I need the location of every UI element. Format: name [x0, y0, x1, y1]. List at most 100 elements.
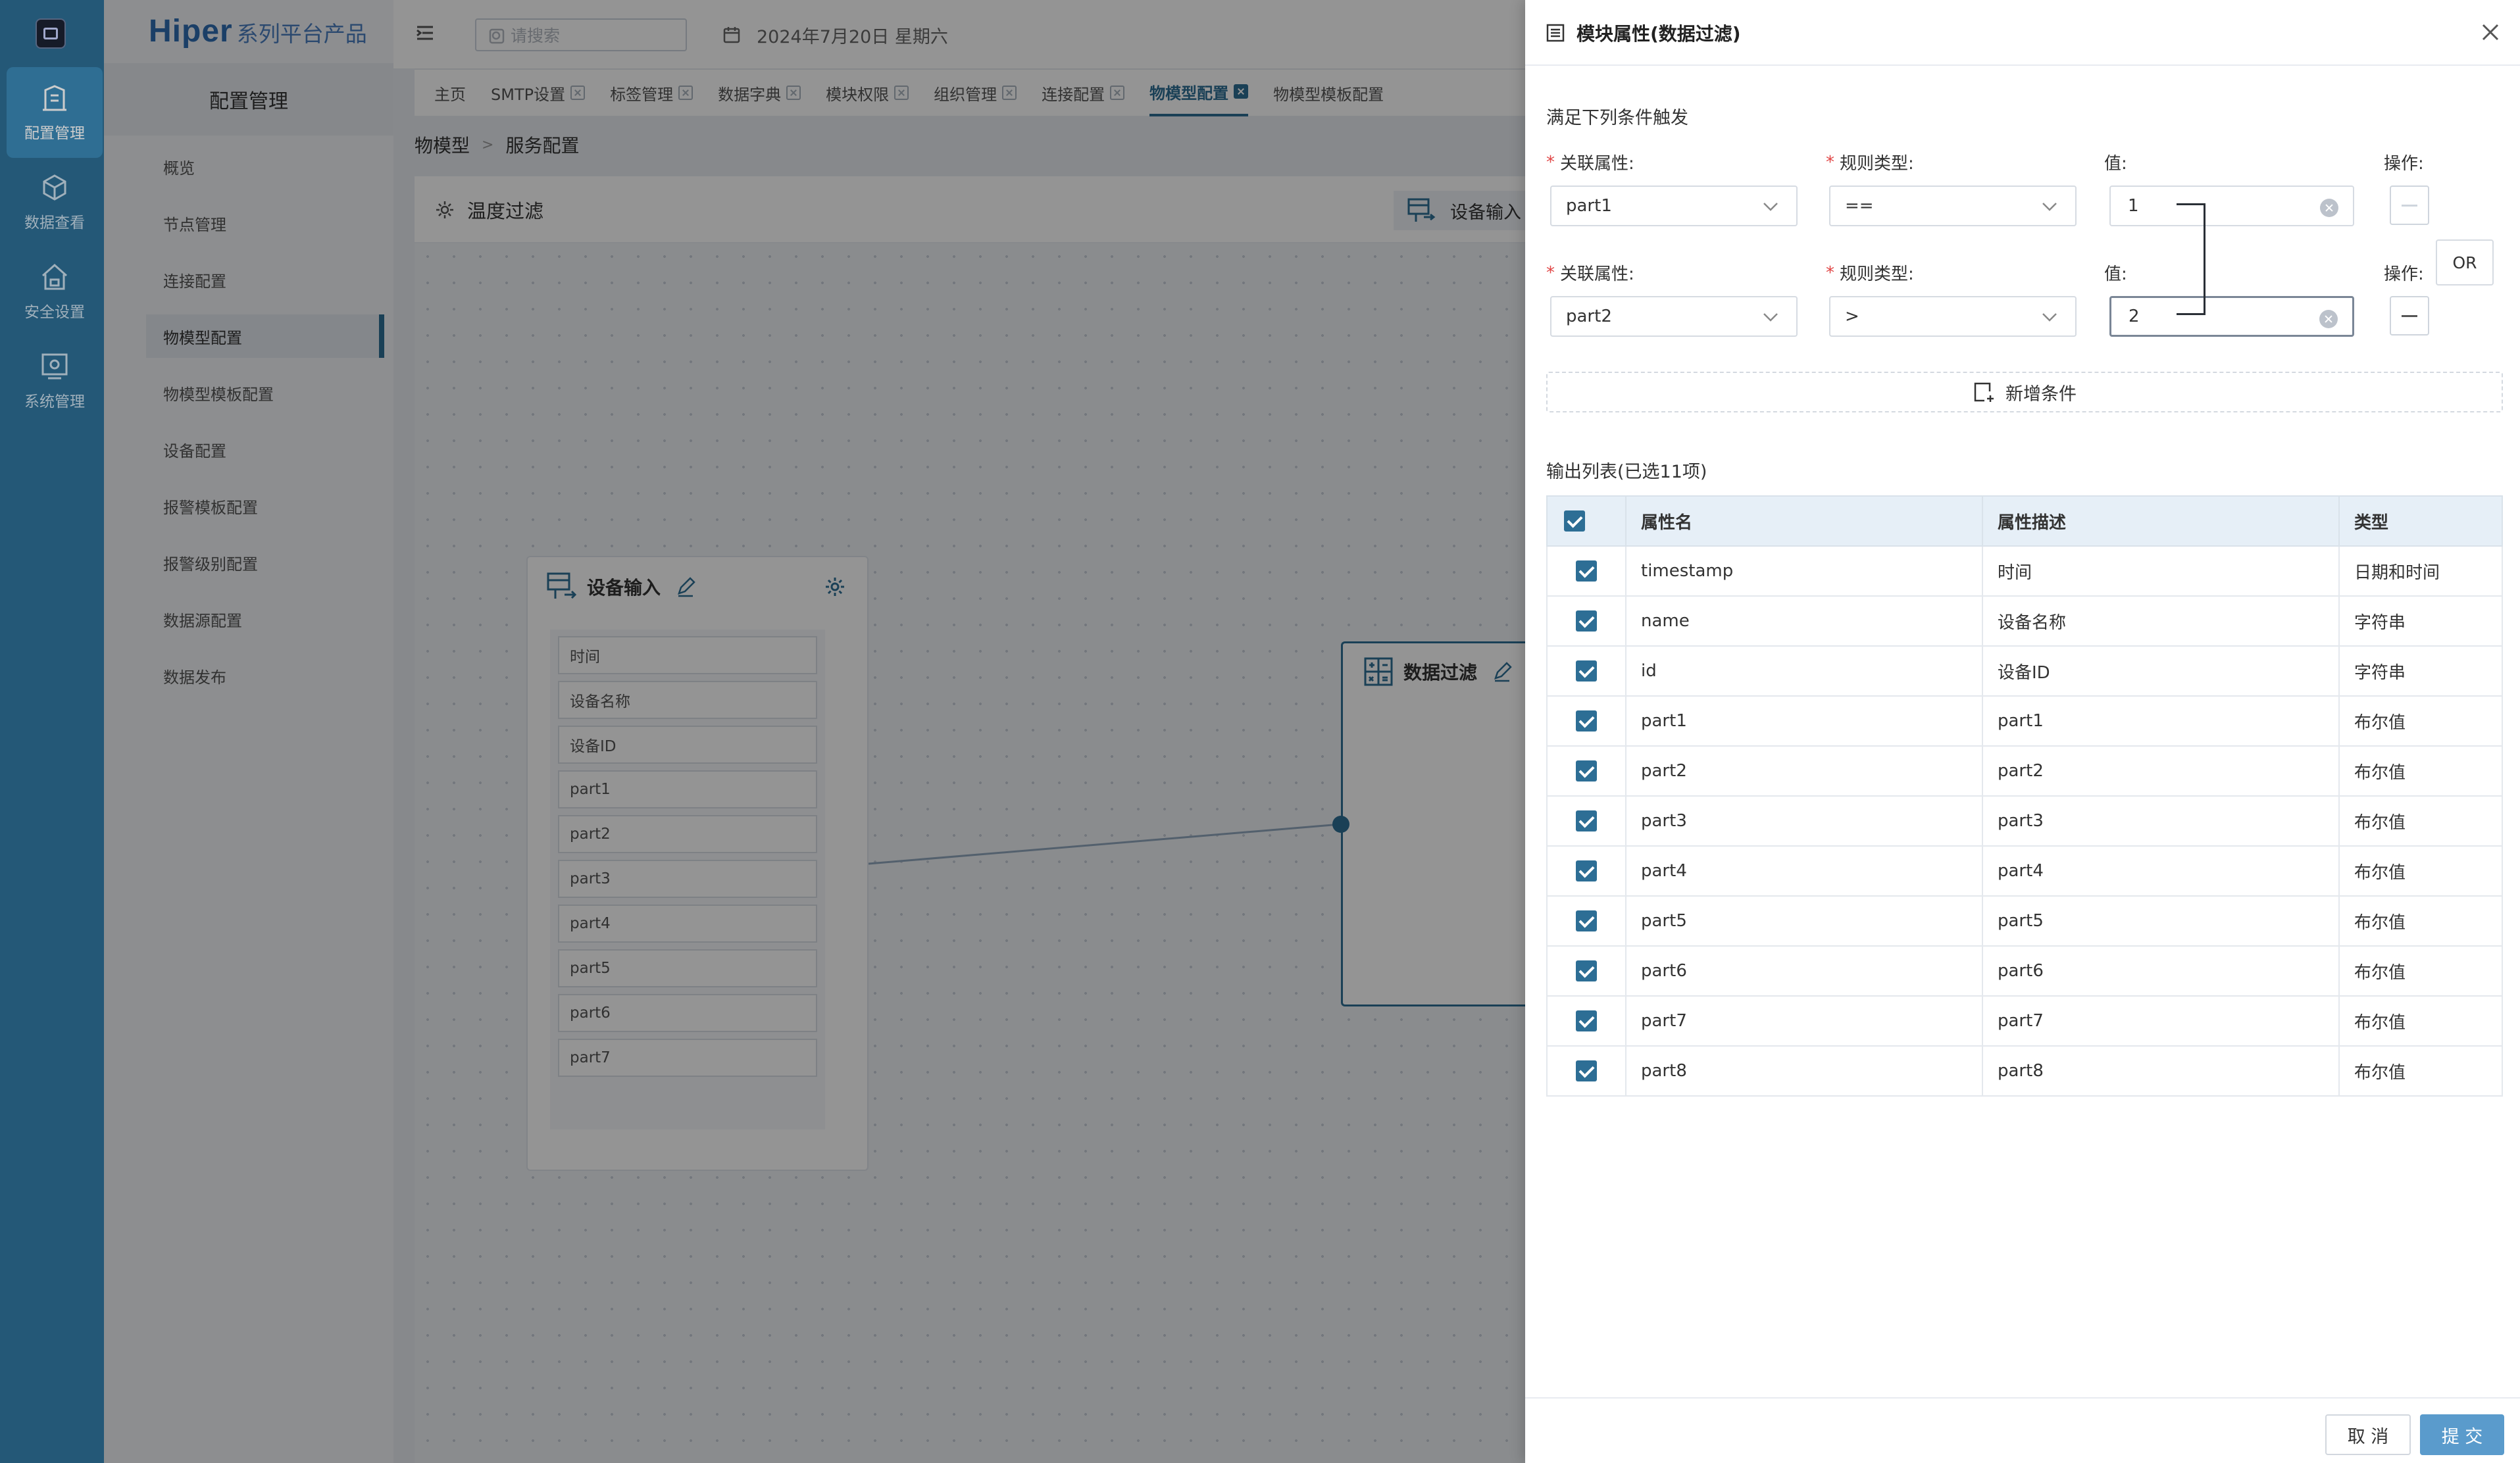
top-bar: 请搜索 2024年7月20日 星期六	[393, 0, 1525, 68]
row-select-cell[interactable]	[1546, 795, 1626, 847]
tab-home[interactable]: 主页	[434, 69, 466, 116]
close-icon[interactable]	[1002, 86, 1017, 100]
close-icon[interactable]	[678, 86, 693, 100]
remove-condition-button[interactable]	[2390, 186, 2429, 225]
close-icon[interactable]	[1234, 84, 1249, 99]
row-select-cell[interactable]	[1546, 745, 1626, 797]
row-select-cell[interactable]	[1546, 545, 1626, 597]
attr-select[interactable]: part1	[1550, 186, 1798, 226]
tab-thing-model[interactable]: 物模型配置	[1149, 69, 1249, 116]
rail-item-security[interactable]: 安全设置	[7, 246, 103, 337]
rule-select[interactable]: ==	[1829, 186, 2077, 226]
row-checkbox[interactable]	[1576, 1060, 1597, 1081]
row-select-cell[interactable]	[1546, 595, 1626, 647]
data-filter-node[interactable]: 数据过滤	[1341, 641, 1525, 1006]
chevron-down-icon	[2042, 313, 2057, 322]
tab-connection[interactable]: 连接配置	[1042, 69, 1125, 116]
tab-dictionary[interactable]: 数据字典	[718, 69, 801, 116]
building-icon	[43, 85, 66, 111]
value-input[interactable]: 1	[2109, 186, 2354, 226]
close-icon[interactable]	[786, 86, 801, 100]
submit-button[interactable]: 提 交	[2420, 1414, 2504, 1455]
tab-label: 物模型配置	[1149, 84, 1229, 103]
edit-icon[interactable]	[675, 576, 696, 597]
row-checkbox[interactable]	[1576, 1010, 1597, 1031]
nav-item-device[interactable]: 设备配置	[163, 441, 226, 460]
row-select-cell[interactable]	[1546, 945, 1626, 997]
tab-smtp[interactable]: SMTP设置	[491, 69, 586, 116]
row-select-cell[interactable]	[1546, 995, 1626, 1047]
add-condition-button[interactable]: 新增条件	[1546, 372, 2503, 412]
tab-thing-model-template[interactable]: 物模型模板配置	[1273, 69, 1384, 116]
chevron-down-icon	[1763, 313, 1778, 322]
device-input-icon	[547, 572, 577, 599]
nav-item-overview[interactable]: 概览	[163, 159, 195, 178]
tab-permissions[interactable]: 模块权限	[826, 69, 909, 116]
nav-item-nodes[interactable]: 节点管理	[163, 215, 226, 234]
search-input[interactable]: 请搜索	[475, 18, 687, 51]
select-all-cell[interactable]	[1546, 495, 1626, 547]
rule-select[interactable]: >	[1829, 296, 2077, 337]
menu-collapse-icon[interactable]	[415, 22, 436, 43]
nav-item-thing-model[interactable]: 物模型配置	[146, 314, 384, 358]
clear-icon[interactable]	[2320, 199, 2338, 217]
row-select-cell[interactable]	[1546, 695, 1626, 747]
attr-name-cell: part4	[1625, 845, 1983, 897]
select-all-checkbox[interactable]	[1564, 510, 1585, 532]
device-input-node[interactable]: 设备输入 时间 设备名称 设备ID part1 part2 part3 part…	[526, 556, 869, 1171]
device-input-palette-item[interactable]: 设备输入	[1394, 191, 1526, 230]
close-icon[interactable]	[2479, 21, 2502, 43]
cancel-button[interactable]: 取 消	[2325, 1414, 2411, 1455]
nav-item-datasource[interactable]: 数据源配置	[163, 611, 242, 630]
tab-organization[interactable]: 组织管理	[934, 69, 1017, 116]
close-icon[interactable]	[894, 86, 909, 100]
clear-icon[interactable]	[2319, 310, 2338, 328]
remove-condition-button[interactable]	[2390, 296, 2429, 335]
rail-item-system[interactable]: 系统管理	[7, 335, 103, 426]
row-checkbox[interactable]	[1576, 860, 1597, 881]
breadcrumb-root[interactable]: 物模型	[415, 135, 470, 157]
row-checkbox[interactable]	[1576, 760, 1597, 781]
row-select-cell[interactable]	[1546, 845, 1626, 897]
row-checkbox[interactable]	[1576, 560, 1597, 582]
row-checkbox[interactable]	[1576, 660, 1597, 682]
nav-item-publish[interactable]: 数据发布	[163, 668, 226, 687]
nav-item-alarm-level[interactable]: 报警级别配置	[163, 555, 258, 574]
row-checkbox[interactable]	[1576, 810, 1597, 831]
row-checkbox[interactable]	[1576, 710, 1597, 732]
node-input-port[interactable]	[1332, 816, 1349, 833]
tab-tags[interactable]: 标签管理	[610, 69, 693, 116]
row-select-cell[interactable]	[1546, 645, 1626, 697]
row-select-cell[interactable]	[1546, 895, 1626, 947]
logic-toggle-button[interactable]: OR	[2436, 239, 2494, 285]
attr-select[interactable]: part2	[1550, 296, 1798, 337]
modal-mask[interactable]	[104, 0, 1525, 1463]
value-input[interactable]: 2	[2109, 296, 2354, 337]
tab-label: 主页	[434, 85, 466, 104]
close-icon[interactable]	[570, 86, 586, 100]
nav-item-connection[interactable]: 连接配置	[163, 272, 226, 291]
rail-item-label: 数据查看	[24, 214, 85, 232]
edit-icon[interactable]	[1492, 661, 1513, 682]
rail-item-data[interactable]: 数据查看	[7, 157, 103, 247]
row-select-cell[interactable]	[1546, 1045, 1626, 1097]
row-checkbox[interactable]	[1576, 610, 1597, 632]
row-checkbox[interactable]	[1576, 910, 1597, 931]
nav-item-thing-model-template[interactable]: 物模型模板配置	[163, 385, 274, 404]
rail-item-config[interactable]: 配置管理	[7, 67, 103, 158]
close-icon[interactable]	[1110, 86, 1125, 100]
row-checkbox[interactable]	[1576, 960, 1597, 981]
nav-item-alarm-template[interactable]: 报警模板配置	[163, 498, 258, 517]
settings-gear-icon[interactable]	[824, 576, 846, 598]
